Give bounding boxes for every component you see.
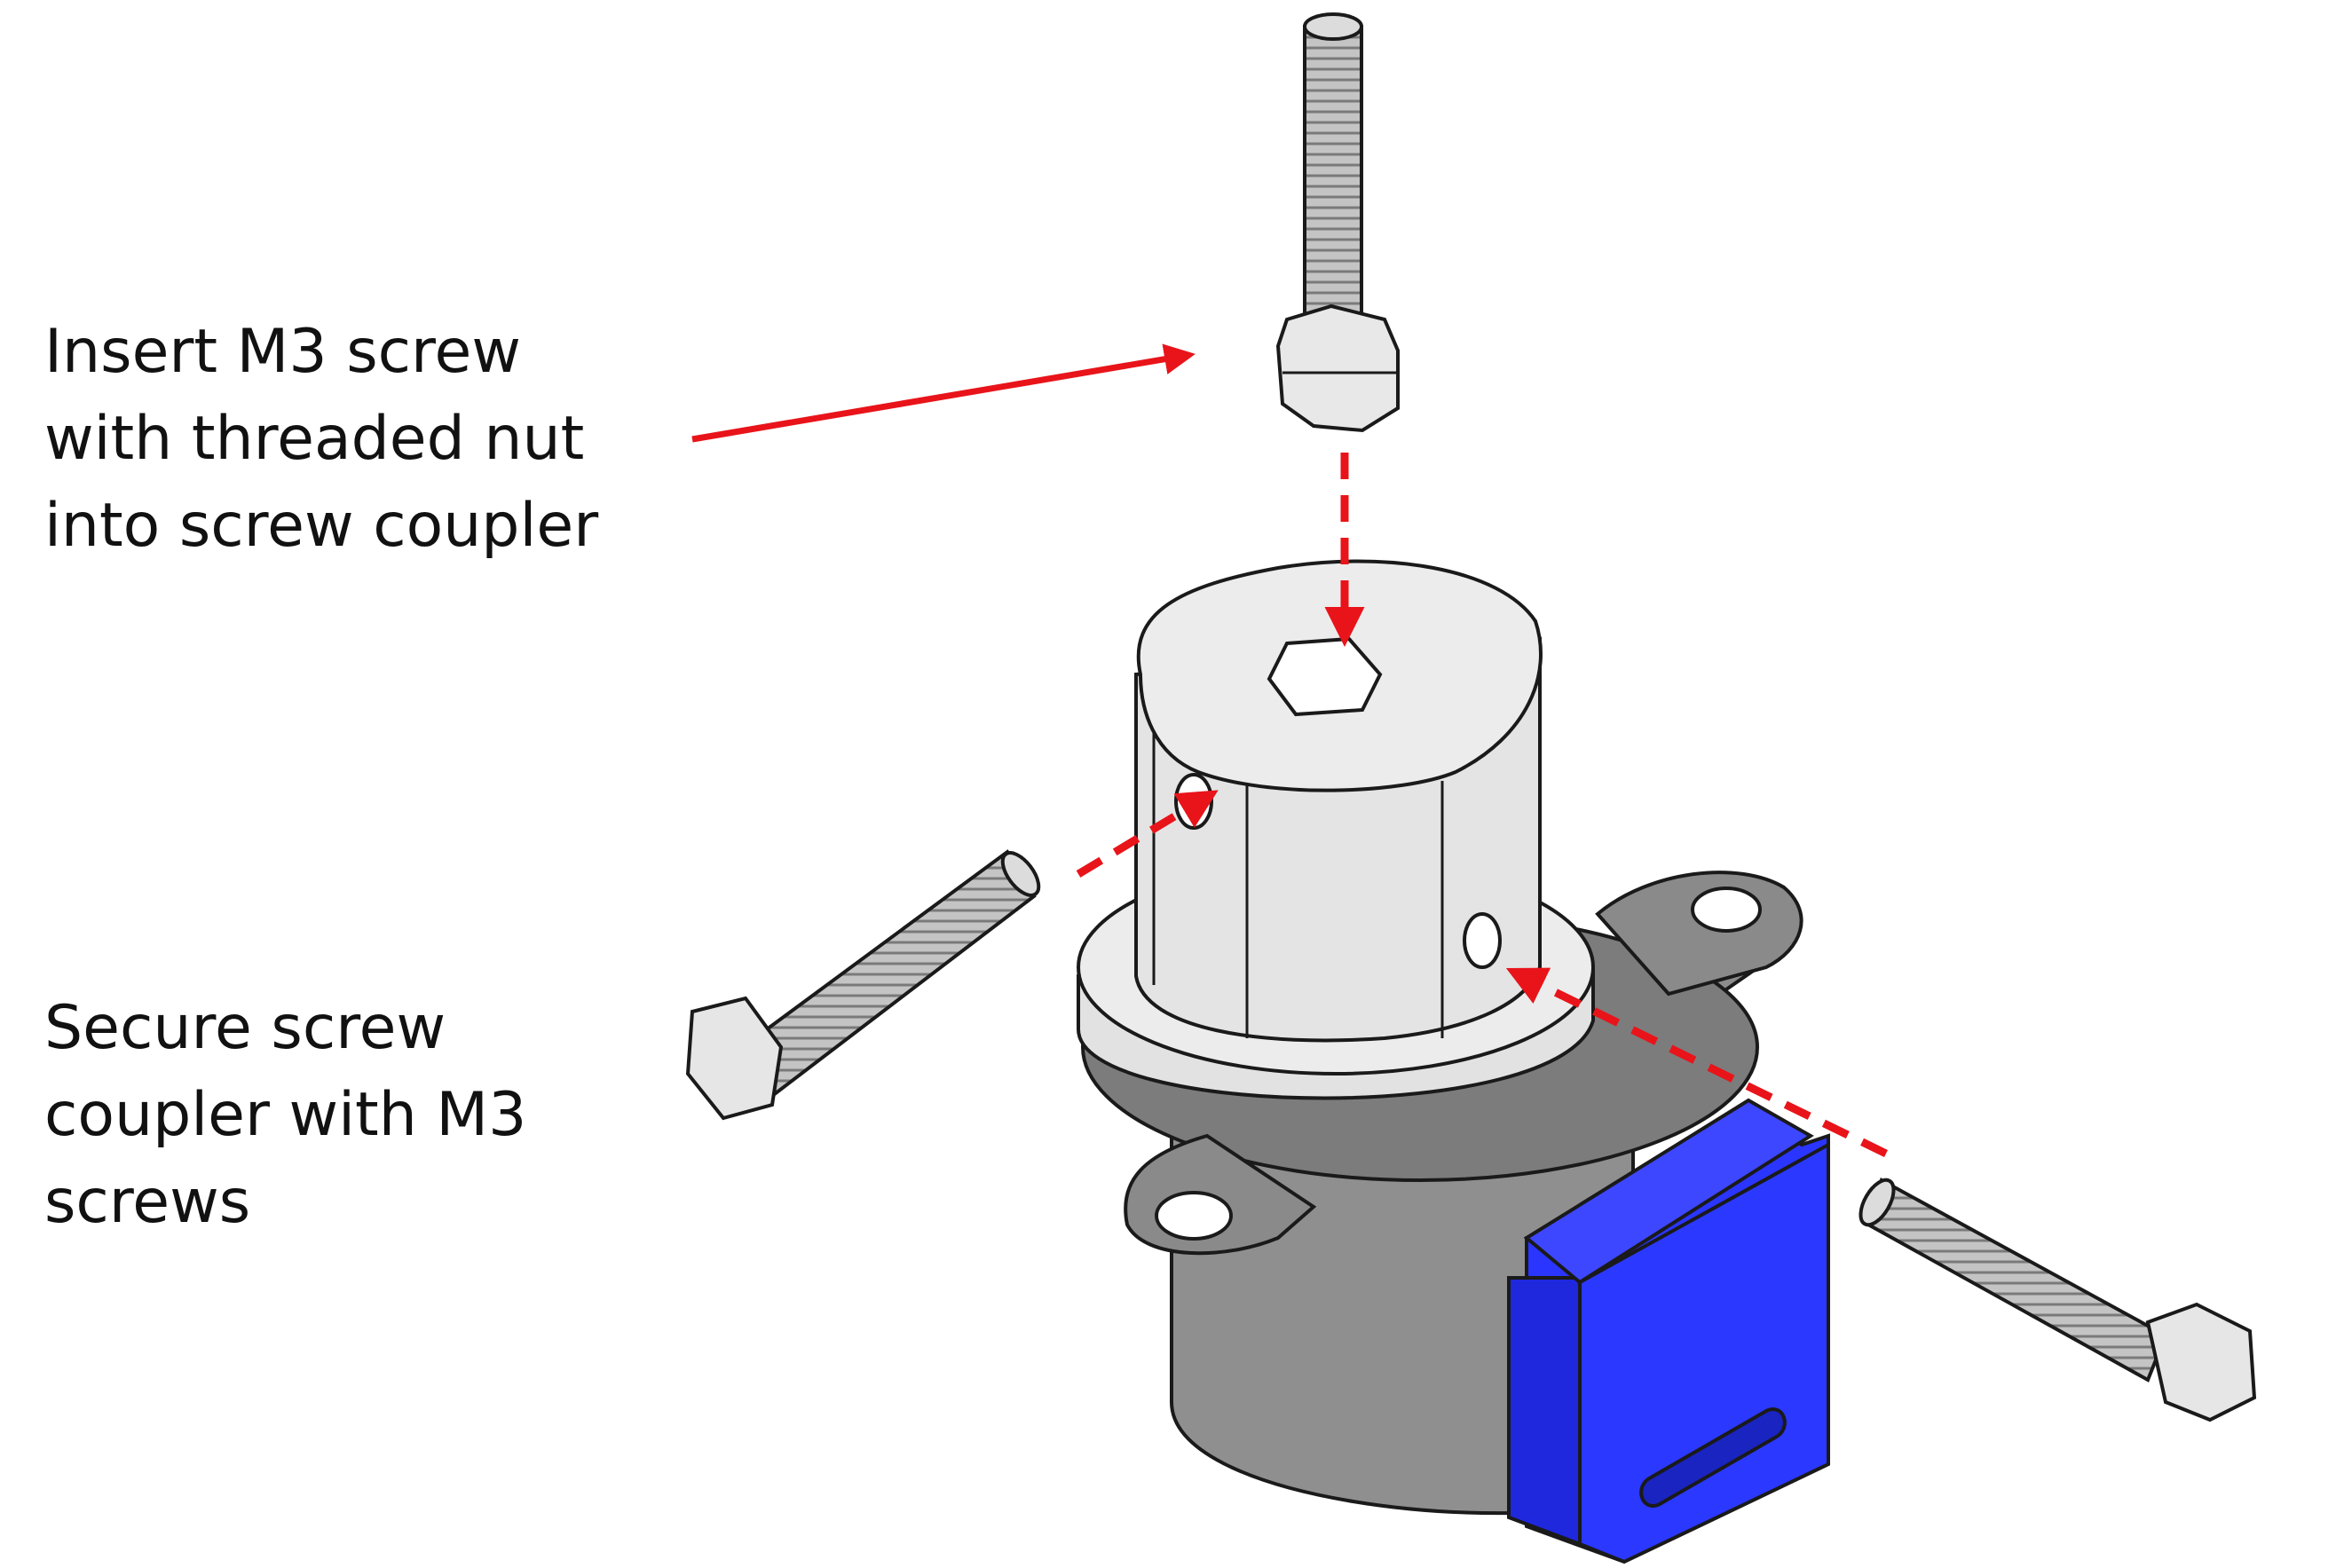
- insert-screw-instruction: Insert M3 screw with threaded nut into s…: [44, 317, 599, 561]
- left-screw-head: [685, 996, 784, 1121]
- threaded-nut: [1275, 303, 1400, 433]
- motor-connector: [1507, 1098, 1830, 1564]
- connector-left-rail: [1507, 1276, 1582, 1547]
- connector-slot: [1639, 1407, 1787, 1508]
- screw-coupler: [1077, 559, 1595, 1100]
- right-screw: [1859, 1178, 2257, 1422]
- left-screw: [685, 849, 1041, 1121]
- right-insert-arrow: [1505, 967, 1888, 1158]
- right-screw-head: [2145, 1302, 2257, 1422]
- secure-coupler-instruction: Secure screw coupler with M3 screws: [44, 993, 527, 1237]
- coupler-side-hole-right: [1463, 912, 1502, 969]
- left-insert-arrow: [1076, 790, 1219, 878]
- mount-hole-back: [1691, 886, 1762, 933]
- vertical-screw: [1275, 12, 1400, 433]
- pointer-arrow-nut: [691, 343, 1196, 443]
- mount-hole-front: [1155, 1191, 1233, 1241]
- connector-top: [1523, 1098, 1814, 1285]
